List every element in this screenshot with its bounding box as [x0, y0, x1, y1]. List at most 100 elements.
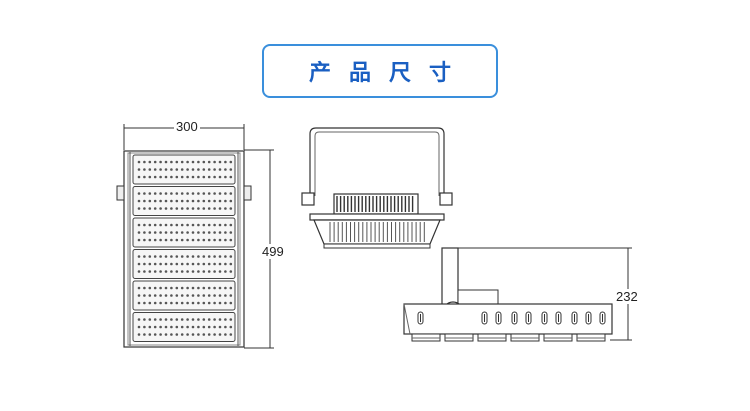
led-dot: [186, 333, 189, 336]
led-dot: [207, 175, 211, 179]
led-dot: [153, 262, 157, 266]
top-body: [403, 303, 613, 335]
led-dot: [159, 175, 162, 179]
led-dot: [197, 262, 200, 266]
led-dot: [224, 207, 227, 210]
led-dot: [148, 223, 152, 227]
led-dot: [175, 255, 179, 258]
led-dot: [170, 223, 173, 227]
led-dot: [202, 192, 206, 195]
title-frame: 产品尺寸: [262, 44, 498, 98]
height-label: 499: [262, 244, 284, 259]
led-dot: [213, 333, 216, 336]
led-dot: [202, 255, 206, 258]
led-dot: [191, 223, 195, 227]
led-dot: [202, 270, 206, 273]
led-dot: [170, 231, 173, 234]
led-dot: [164, 160, 168, 164]
led-dot: [180, 333, 184, 336]
led-dot: [229, 175, 233, 179]
led-dot: [202, 333, 206, 336]
led-dot: [191, 301, 195, 305]
led-dot: [218, 325, 222, 329]
led-dot: [213, 255, 216, 258]
led-dot: [175, 175, 179, 179]
led-dot: [164, 192, 168, 195]
led-dot: [213, 294, 216, 297]
led-dot: [143, 286, 146, 290]
led-dot: [164, 238, 168, 242]
led-dot: [137, 199, 141, 203]
led-dot: [143, 255, 146, 258]
led-dot: [175, 192, 179, 195]
led-dot: [180, 238, 184, 242]
led-dot: [175, 199, 179, 203]
led-dot: [159, 301, 162, 305]
led-dot: [137, 294, 141, 297]
led-dot: [213, 318, 216, 321]
led-dot: [137, 255, 141, 258]
led-dot: [218, 270, 222, 273]
led-dot: [143, 199, 146, 203]
led-dot: [153, 255, 157, 258]
led-dot: [170, 160, 173, 164]
led-dot: [207, 286, 211, 290]
led-dot: [143, 223, 146, 227]
led-dot: [137, 238, 141, 242]
led-dot: [180, 168, 184, 171]
led-dot: [197, 207, 200, 210]
led-dot: [180, 270, 184, 273]
led-dot: [180, 199, 184, 203]
led-dot: [202, 223, 206, 227]
led-dot: [164, 199, 168, 203]
led-dot: [180, 223, 184, 227]
front-housing: [123, 150, 245, 348]
led-dot: [197, 301, 200, 305]
led-dot: [164, 325, 168, 329]
led-dot: [143, 238, 146, 242]
led-dot: [207, 318, 211, 321]
led-dot: [159, 333, 162, 336]
led-dot: [224, 270, 227, 273]
led-dot: [202, 286, 206, 290]
led-dot: [175, 301, 179, 305]
led-dot: [143, 168, 146, 171]
led-dot: [170, 286, 173, 290]
led-dot: [186, 286, 189, 290]
led-dot: [153, 286, 157, 290]
led-dot: [159, 168, 162, 171]
led-dot: [148, 192, 152, 195]
led-dot: [148, 286, 152, 290]
led-dot: [186, 318, 189, 321]
led-dot: [148, 231, 152, 234]
led-dot: [180, 294, 184, 297]
led-dot: [170, 255, 173, 258]
led-dot: [137, 318, 141, 321]
led-dot: [159, 294, 162, 297]
led-dot: [170, 325, 173, 329]
led-dot: [148, 199, 152, 203]
led-dot: [191, 286, 195, 290]
led-dot: [159, 255, 162, 258]
width-label: 300: [174, 119, 200, 134]
led-dot: [202, 294, 206, 297]
led-dot: [186, 262, 189, 266]
led-dot: [170, 168, 173, 171]
led-dot: [207, 192, 211, 195]
led-dot: [186, 238, 189, 242]
led-dot: [191, 318, 195, 321]
led-dot: [153, 325, 157, 329]
led-dot: [143, 207, 146, 210]
led-dot: [202, 231, 206, 234]
led-dot: [218, 192, 222, 195]
led-dot: [229, 262, 233, 266]
led-dot: [143, 301, 146, 305]
led-dot: [197, 199, 200, 203]
led-dot: [218, 175, 222, 179]
led-dot: [164, 286, 168, 290]
led-dot: [170, 192, 173, 195]
led-dot: [180, 160, 184, 164]
led-dot: [143, 294, 146, 297]
led-dot: [143, 231, 146, 234]
led-dot: [159, 325, 162, 329]
